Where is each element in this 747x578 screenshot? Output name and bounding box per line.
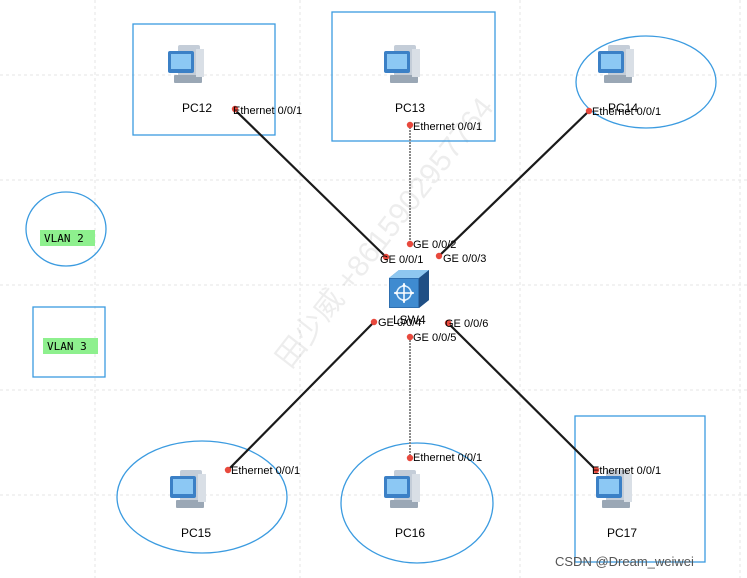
port-label-ge2: GE 0/0/2 bbox=[413, 239, 456, 251]
link-pc14 bbox=[438, 109, 591, 257]
computer-icon bbox=[596, 470, 632, 508]
port-label-ge5: GE 0/0/5 bbox=[413, 332, 456, 344]
area-pc13 bbox=[331, 11, 496, 142]
legend-vlan2-shape bbox=[25, 191, 107, 267]
pc15[interactable] bbox=[170, 470, 206, 508]
port-label-pc17: Ethernet 0/0/1 bbox=[592, 465, 661, 477]
pc14[interactable] bbox=[598, 45, 634, 83]
area-pc17 bbox=[574, 415, 706, 563]
pc17[interactable] bbox=[596, 470, 632, 508]
area-pc16 bbox=[340, 442, 494, 564]
computer-icon bbox=[384, 470, 420, 508]
port-label-pc14: Ethernet 0/0/1 bbox=[592, 106, 661, 118]
switch-label: LSW4 bbox=[393, 313, 426, 327]
legend-vlan3-shape bbox=[32, 306, 106, 378]
pc17-label: PC17 bbox=[607, 526, 637, 540]
port-label-ge6: GE 0/0/6 bbox=[445, 318, 488, 330]
switch-lsw4[interactable] bbox=[389, 270, 429, 308]
pc14-label: PC14 bbox=[608, 101, 638, 115]
port-label-ge1: GE 0/0/1 bbox=[380, 254, 423, 266]
pc13[interactable] bbox=[384, 45, 420, 83]
link-pc17 bbox=[447, 322, 597, 471]
pc15-label: PC15 bbox=[181, 526, 211, 540]
legend-vlan3-tag bbox=[43, 338, 98, 354]
pc12-label: PC12 bbox=[182, 101, 212, 115]
link-pc15 bbox=[227, 321, 375, 471]
port-markers bbox=[224, 105, 600, 474]
area-pc15 bbox=[116, 440, 288, 554]
legend-vlan3-label: VLAN 3 bbox=[47, 340, 87, 353]
csdn-watermark: CSDN @Dream_weiwei bbox=[555, 554, 694, 569]
background-watermark: 田少威 +8615902957764 bbox=[270, 92, 501, 375]
legend-vlan2-tag bbox=[40, 230, 95, 246]
pc13-label: PC13 bbox=[395, 101, 425, 115]
port-label-ge3: GE 0/0/3 bbox=[443, 253, 486, 265]
computer-icon bbox=[168, 45, 204, 83]
port-label-pc12: Ethernet 0/0/1 bbox=[233, 105, 302, 117]
area-pc12 bbox=[132, 23, 276, 136]
pc12[interactable] bbox=[168, 45, 204, 83]
link-pc12 bbox=[233, 108, 387, 258]
port-label-ge4: GE 0/0/4 bbox=[378, 317, 421, 329]
port-label-pc13: Ethernet 0/0/1 bbox=[413, 121, 482, 133]
pc16-label: PC16 bbox=[395, 526, 425, 540]
computer-icon bbox=[170, 470, 206, 508]
pc16[interactable] bbox=[384, 470, 420, 508]
port-label-pc15: Ethernet 0/0/1 bbox=[231, 465, 300, 477]
legend-vlan2-label: VLAN 2 bbox=[44, 232, 84, 245]
computer-icon bbox=[384, 45, 420, 83]
port-label-pc16: Ethernet 0/0/1 bbox=[413, 452, 482, 464]
area-pc14 bbox=[575, 35, 717, 129]
computer-icon bbox=[598, 45, 634, 83]
